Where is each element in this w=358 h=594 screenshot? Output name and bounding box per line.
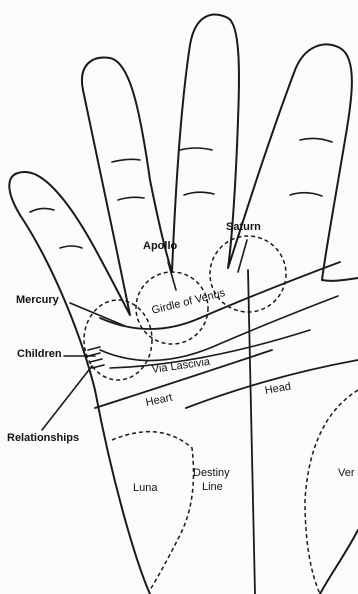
label-children: Children: [17, 348, 62, 361]
finger-crease: [30, 208, 54, 212]
finger-crease: [290, 193, 322, 196]
mount-of-luna: [112, 432, 194, 590]
label-destiny-line: Line: [202, 481, 223, 494]
label-luna: Luna: [133, 482, 157, 495]
finger-crease: [118, 197, 144, 200]
mount-of-venus: [305, 390, 358, 594]
label-apollo: Apollo: [143, 240, 177, 253]
finger-crease: [60, 246, 82, 248]
finger-crease: [184, 192, 214, 195]
destiny-line: [248, 270, 255, 594]
leader-saturn: [238, 240, 247, 272]
label-venus: Ver: [338, 467, 355, 480]
label-destiny: Destiny: [193, 467, 230, 480]
hand-outline-right: [320, 530, 358, 594]
finger-crease: [180, 148, 212, 150]
finger-crease: [112, 159, 140, 162]
label-saturn: Saturn: [226, 221, 261, 234]
leader-relationships: [42, 366, 92, 430]
label-relationships: Relationships: [7, 432, 79, 445]
finger-crease: [300, 138, 332, 142]
label-mercury: Mercury: [16, 294, 59, 307]
leader-mercury: [70, 303, 125, 326]
